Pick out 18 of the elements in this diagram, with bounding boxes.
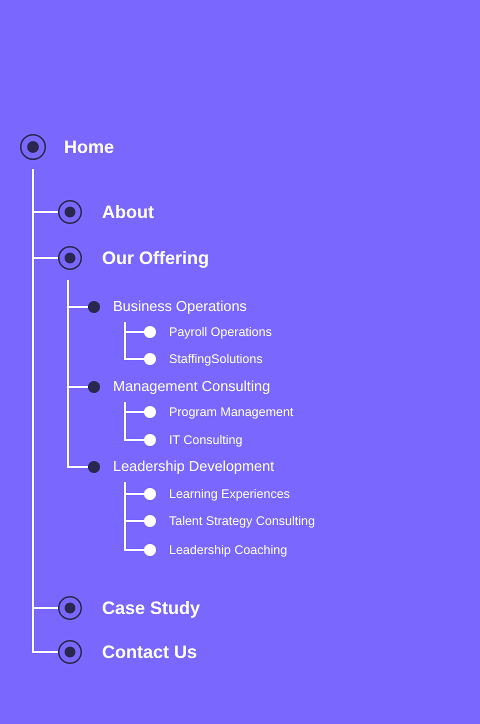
menu-item-label: Our Offering <box>102 249 209 267</box>
menu-item-label: Payroll Operations <box>169 326 272 338</box>
menu-item-label: Leadership Coaching <box>169 544 288 556</box>
menu-item-label: Home <box>64 138 114 156</box>
connector-line <box>124 322 144 360</box>
menu-item-label: Learning Experiences <box>169 488 290 500</box>
menu-item-label: Case Study <box>102 599 200 617</box>
menu-item-label: Business Operations <box>113 300 247 314</box>
menu-item-label: StaffingSolutions <box>169 352 263 366</box>
menu-item-label: Program Management <box>169 406 294 418</box>
connector-line <box>124 482 144 551</box>
menu-item-label: IT Consulting <box>169 434 242 446</box>
menu-item-label: About <box>102 203 154 221</box>
menu-item-label: Leadership Development <box>113 460 274 474</box>
connector-line <box>67 280 88 468</box>
menu-item-label: Talent Strategy Consulting <box>169 514 315 528</box>
menu-item-label: Contact Us <box>102 643 198 661</box>
menu-item-label: Management Consulting <box>113 380 270 394</box>
